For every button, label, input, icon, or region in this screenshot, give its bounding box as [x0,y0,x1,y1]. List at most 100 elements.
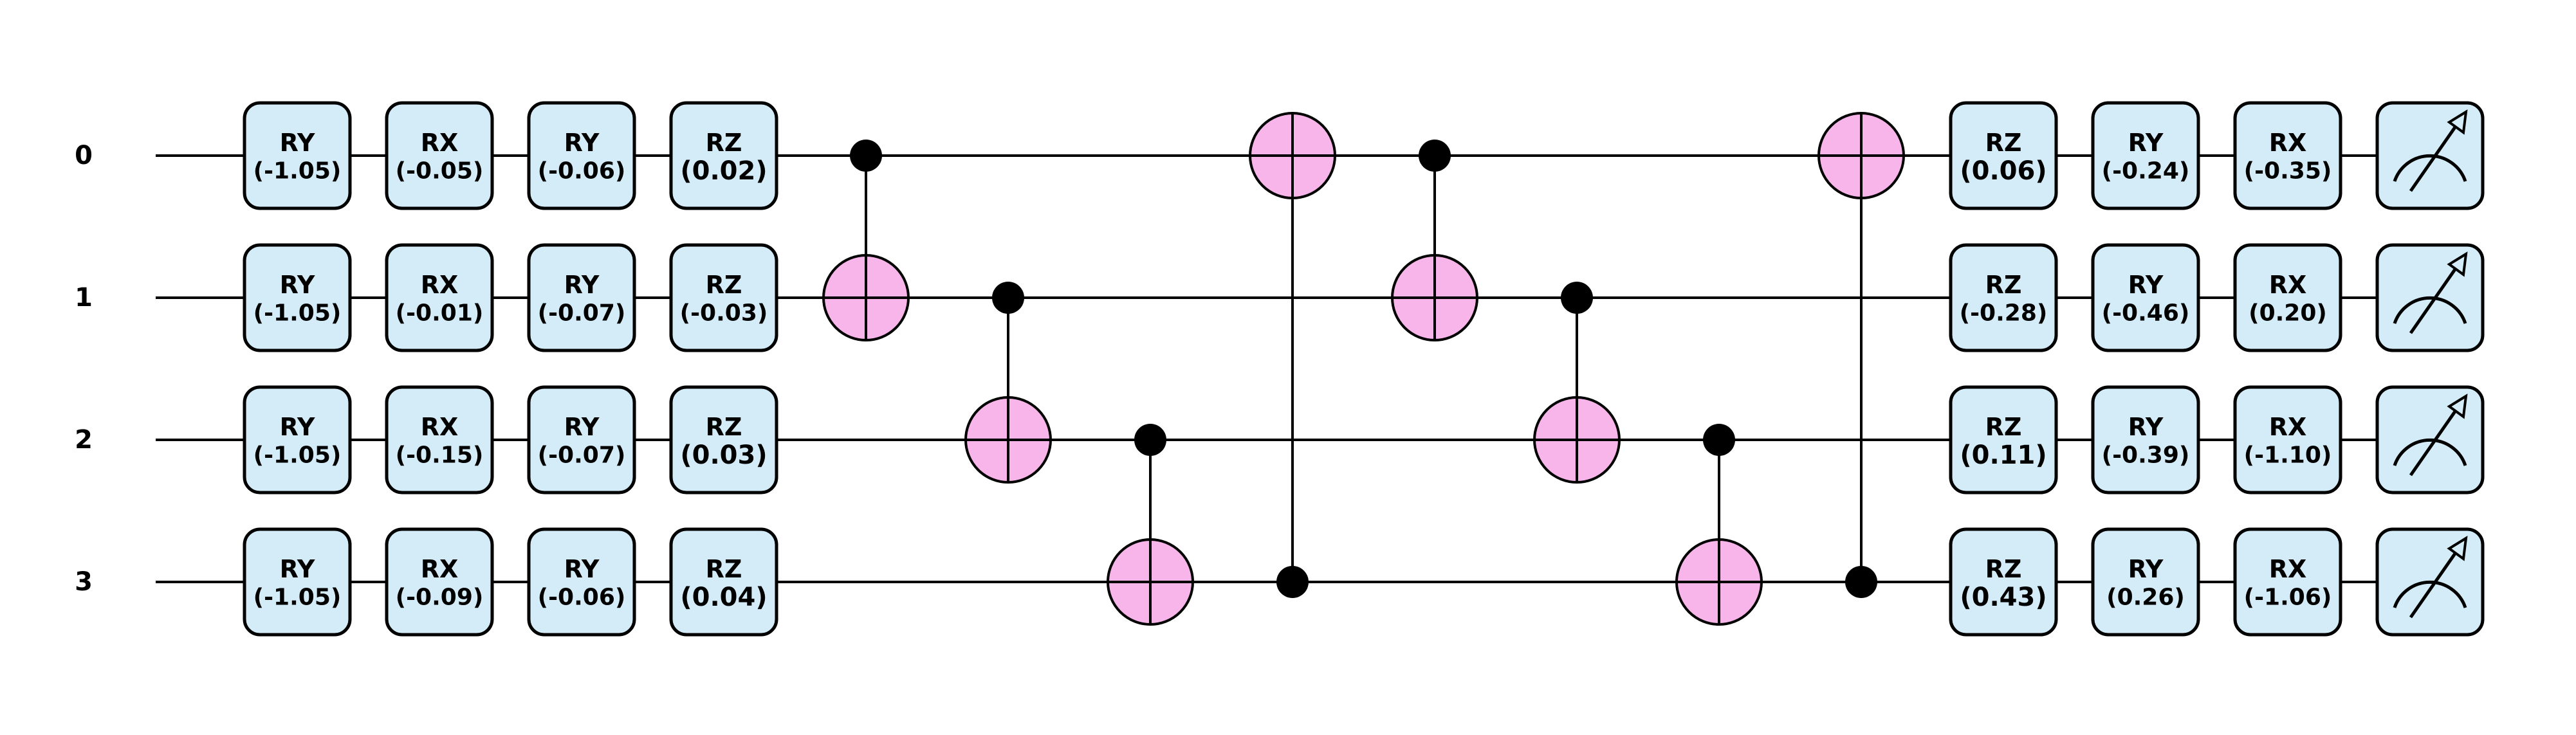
gate-name: RZ [1985,413,2022,441]
cnot-layer [822,112,1905,626]
gate-param: (0.02) [680,156,767,186]
cnot-gate [1107,424,1194,626]
meter-arc [2393,154,2467,182]
gate-box [1949,101,2058,210]
gate-name: RZ [1985,555,2022,583]
qubit-label: 0 [75,141,93,170]
gate-name: RY [564,555,600,583]
measure-icon [2375,243,2485,352]
gate-name: RY [2128,271,2164,299]
rotation-gate: RZ(0.02) [669,101,778,210]
rotation-gate: RX(0.20) [2233,243,2342,352]
gate-param: (-1.10) [2244,442,2332,469]
meter-arrowhead [2447,251,2468,277]
rotation-gate: RZ(0.03) [669,385,778,495]
gate-box [385,243,494,352]
cnot-gate [1675,424,1763,626]
rotation-gate: RY(0.26) [2091,527,2200,637]
rotation-gate: RY(-0.06) [527,527,636,637]
rotation-gate: RY(-0.06) [527,101,636,210]
gate-name: RY [564,129,600,157]
gate-name: RZ [706,271,742,299]
gate-name: RY [280,271,315,299]
gate-box [669,527,778,637]
rotation-gate: RX(-1.10) [2233,385,2342,495]
meter-arc [2393,438,2467,466]
control-dot [1845,566,1877,598]
gate-name: RY [564,271,600,299]
gate-name: RZ [706,129,742,157]
gate-box [2091,385,2200,495]
wires-layer [156,154,2477,583]
rotation-gate: RY(-1.05) [243,385,352,495]
gate-box [1949,243,2058,352]
rotation-gate: RZ(-0.28) [1949,243,2058,352]
gate-param: (-0.01) [396,300,484,327]
meter-needle [2409,400,2464,476]
control-dot [1561,282,1593,314]
rotation-gate: RX(-0.01) [385,243,494,352]
gate-param: (-0.28) [1960,300,2048,327]
gate-box [385,527,494,637]
measurement-layer [2375,101,2485,637]
gate-param: (0.06) [1960,156,2047,186]
meter-arrowhead [2447,394,2468,419]
gate-param: (0.43) [1960,583,2047,612]
gate-box [669,101,778,210]
gate-box [527,385,636,495]
gate-box [2091,101,2200,210]
rotation-gate: RZ(0.04) [669,527,778,637]
qubit-label: 3 [75,567,93,597]
gate-name: RX [421,413,459,441]
gate-box [527,101,636,210]
meter-needle [2409,542,2464,619]
gate-name: RY [2128,555,2164,583]
gate-box [2091,527,2200,637]
gate-box [243,101,352,210]
gate-box [527,243,636,352]
meter-arrowhead [2447,109,2468,135]
rotation-gate: RY(-0.24) [2091,101,2200,210]
gate-name: RZ [706,413,742,441]
rotation-gate: RZ(-0.03) [669,243,778,352]
meter-needle [2409,258,2464,334]
control-dot [1703,424,1735,456]
gate-box [669,385,778,495]
gate-param: (-0.03) [680,300,768,327]
gate-name: RX [2269,129,2307,157]
gate-box [1949,385,2058,495]
control-dot [1419,140,1451,172]
rotation-gate: RY(-0.39) [2091,385,2200,495]
control-dot [850,140,882,172]
gate-name: RZ [706,555,742,583]
control-dot [992,282,1024,314]
gate-param: (0.26) [2106,585,2185,611]
gate-box [243,385,352,495]
rotation-gate: RZ(0.43) [1949,527,2058,637]
gate-name: RY [2128,129,2164,157]
gate-param: (-0.09) [396,585,484,611]
gate-name: RY [2128,413,2164,441]
rotation-gate: RX(-0.15) [385,385,494,495]
rotation-gate: RY(-0.07) [527,243,636,352]
cnot-gate [822,140,910,341]
rotation-gate: RX(-0.35) [2233,101,2342,210]
gate-box [2091,243,2200,352]
gate-box [385,385,494,495]
gate-param: (-0.06) [538,158,626,185]
gate-param: (-1.05) [253,158,342,185]
gate-name: RX [2269,555,2307,583]
rotation-gate: RX(-0.09) [385,527,494,637]
gate-param: (-0.07) [538,300,626,327]
gate-param: (-1.05) [253,585,342,611]
gates-layer: RY(-1.05)RY(-1.05)RY(-1.05)RY(-1.05)RX(-… [243,101,2342,637]
gate-name: RX [421,271,459,299]
gate-param: (0.03) [680,440,767,470]
rotation-gate: RZ(0.11) [1949,385,2058,495]
gate-param: (-0.24) [2102,158,2190,185]
gate-param: (-1.05) [253,300,342,327]
cnot-gate [1533,282,1621,484]
gate-param: (-0.15) [396,442,484,469]
